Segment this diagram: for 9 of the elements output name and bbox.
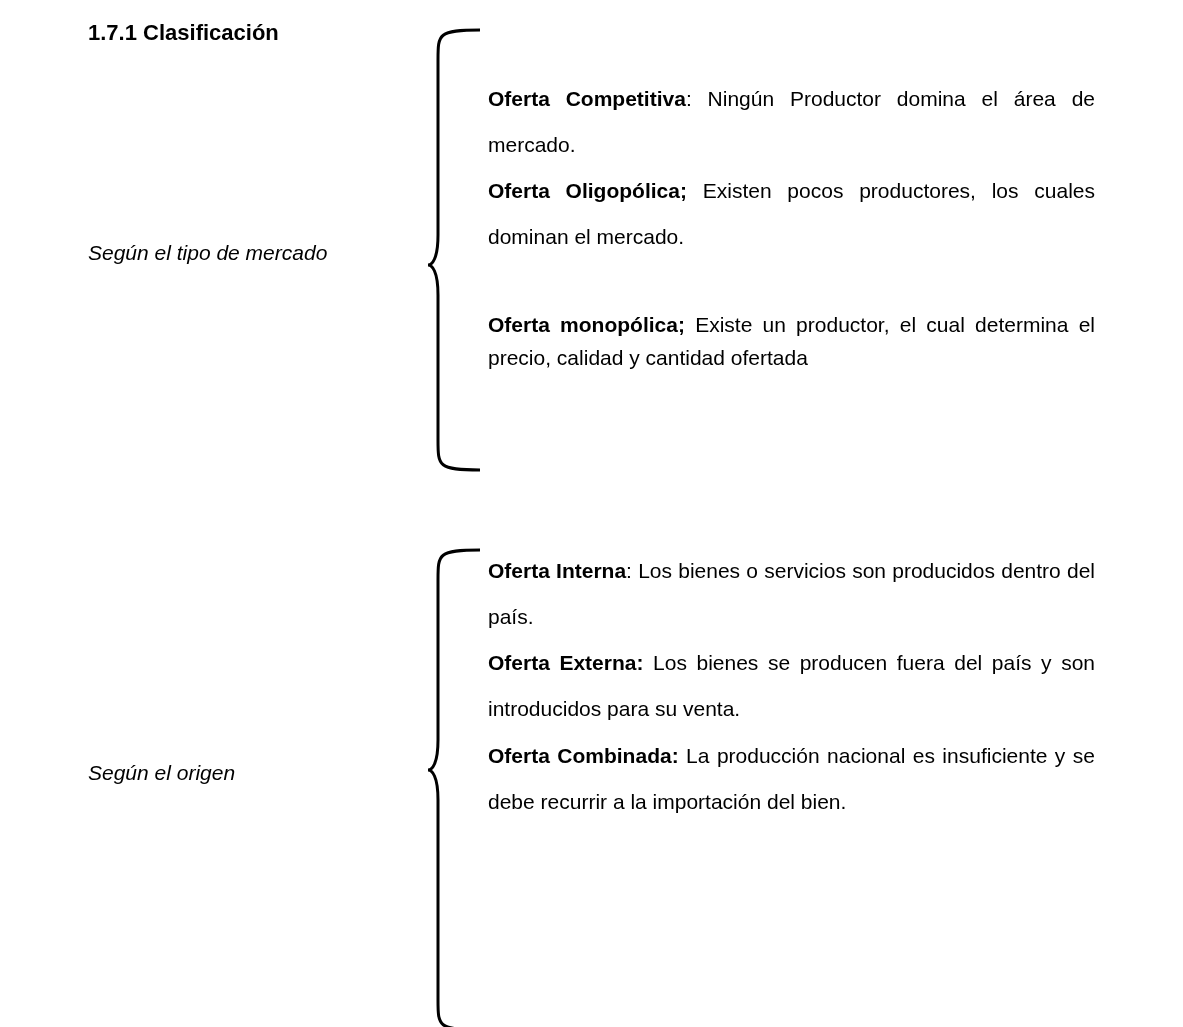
definition-text: Oferta Oligopólica; Existen pocos productores, los cuales dominan el mercado. xyxy=(488,178,1095,250)
definition-text: Oferta monopólica; Existe un productor, el cual determina el precio, calidad y cantidad ofertada xyxy=(488,312,1095,371)
section-heading: 1.7.1 Clasificación xyxy=(88,19,279,47)
definition-text: Oferta Competitiva: Ningún Productor domina el área de mercado. xyxy=(488,86,1095,158)
category-label: Según el tipo de mercado xyxy=(88,240,329,266)
category-label: Según el origen xyxy=(88,760,237,786)
definition-text: Oferta Interna: Los bienes o servicios son producidos dentro del país. xyxy=(488,558,1095,630)
definition-text: Oferta Externa: Los bienes se producen fuera del país y son introducidos para su venta. xyxy=(488,650,1095,722)
definition-text: Oferta Combinada: La producción nacional es insuficiente y se debe recurrir a la importación del bien. xyxy=(488,743,1095,815)
